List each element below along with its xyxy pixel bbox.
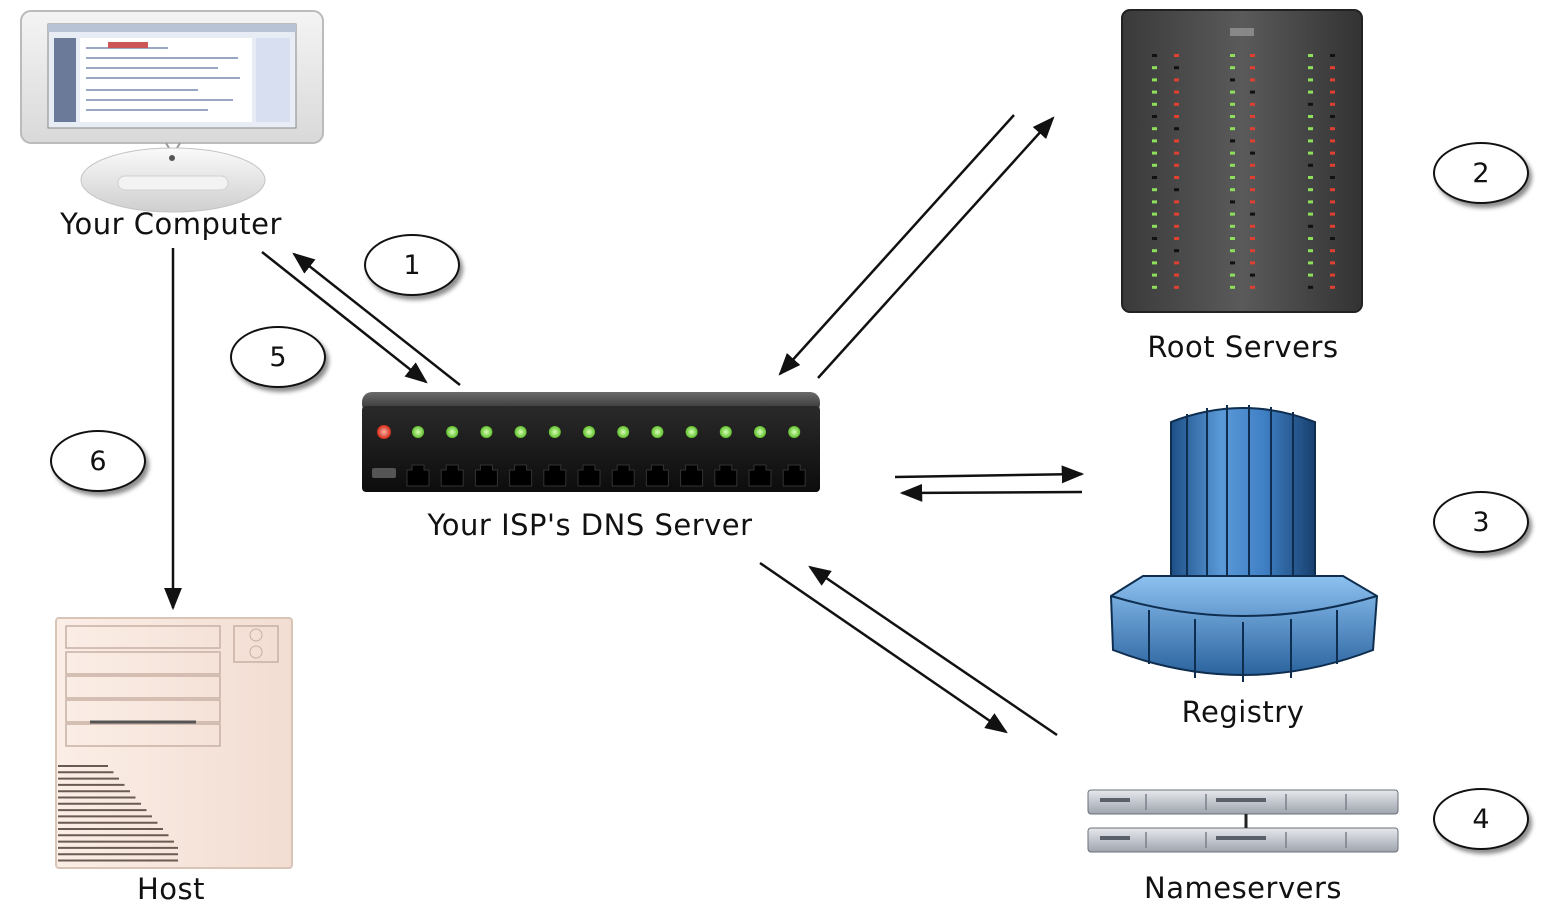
arrow-dns-to-root	[817, 116, 1055, 379]
step-badge-6: 6	[50, 430, 146, 492]
step-number: 1	[403, 249, 421, 281]
rackmount-server-icon	[1087, 789, 1399, 853]
step-badge-5: 5	[230, 326, 326, 388]
switch-icon	[362, 392, 820, 492]
label-registry: Registry	[1181, 695, 1305, 729]
rack-server-icon	[1121, 9, 1363, 313]
arrow-dns-to-computer	[292, 252, 461, 386]
step-badge-1: 1	[364, 234, 460, 296]
label-root-servers: Root Servers	[1147, 330, 1339, 364]
label-host: Host	[136, 872, 206, 906]
step-badge-2: 2	[1433, 142, 1529, 204]
arrow-computer-to-dns	[261, 251, 428, 384]
label-your-computer: Your Computer	[60, 207, 282, 241]
imac-icon	[20, 10, 324, 213]
label-isp-dns-server: Your ISP's DNS Server	[427, 508, 753, 542]
step-number: 3	[1472, 506, 1490, 538]
step-badge-3: 3	[1433, 491, 1529, 553]
step-number: 4	[1472, 803, 1490, 835]
tower-server-icon	[55, 617, 293, 869]
arrow-nameservers-to-dns	[808, 565, 1058, 737]
supercomputer-icon	[1109, 405, 1379, 682]
step-badge-4: 4	[1433, 788, 1529, 850]
step-number: 6	[89, 445, 107, 477]
arrow-root-to-dns	[778, 114, 1015, 376]
label-nameservers: Nameservers	[1144, 871, 1342, 905]
arrow-dns-to-nameservers	[759, 561, 1008, 734]
arrow-dns-to-registry	[894, 465, 1085, 484]
step-number: 2	[1472, 157, 1490, 189]
arrow-registry-to-dns	[899, 483, 1083, 502]
step-number: 5	[269, 341, 287, 373]
